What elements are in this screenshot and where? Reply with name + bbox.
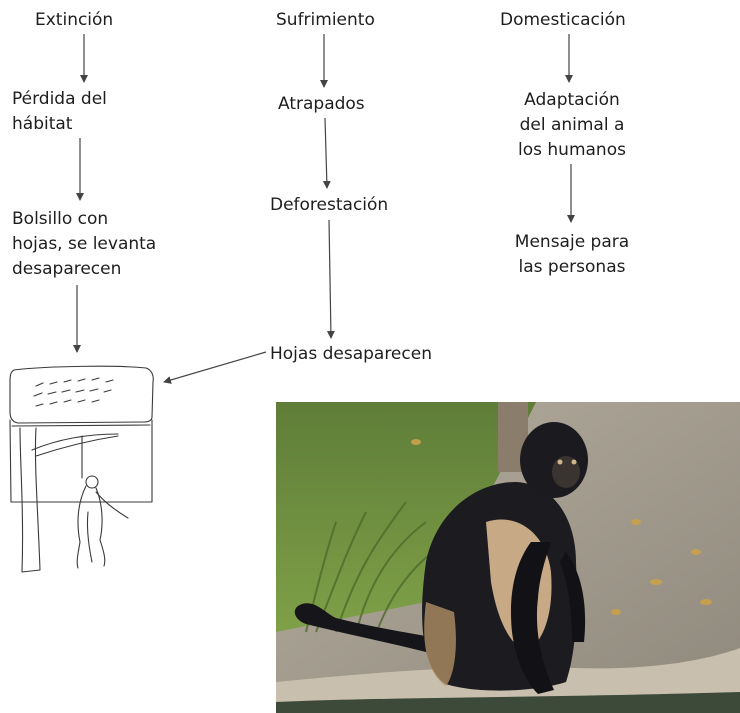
flow-arrows (0, 0, 740, 400)
sketch-lower-frame (10, 420, 152, 502)
arrow-deforestacion-to-hojas (329, 220, 331, 338)
sketch-tree (20, 428, 40, 572)
arrow-hojas-to-sketch (164, 352, 266, 382)
spider-monkey-photo (276, 402, 740, 713)
arrow-atrapados-to-deforestacion (325, 118, 327, 188)
sketch-leaves (34, 378, 113, 406)
sketch-box (10, 366, 153, 423)
sketch-illustration (6, 362, 156, 582)
monkey-head (520, 422, 588, 498)
